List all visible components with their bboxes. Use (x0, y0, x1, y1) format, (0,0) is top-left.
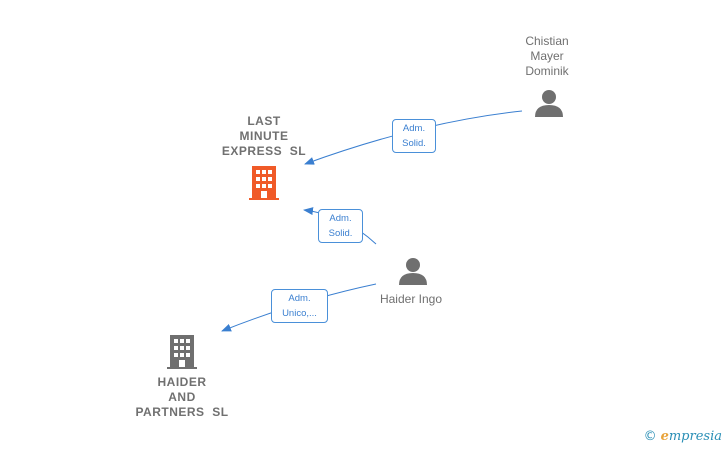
edge-label-adm-unico[interactable]: Adm. Unico,... (271, 289, 328, 323)
company-label-haider-and-partners[interactable]: HAIDER AND PARTNERS SL (135, 375, 229, 419)
person-label-chistian-mayer-dominik[interactable]: Chistian Mayer Dominik (525, 34, 569, 78)
building-icon[interactable] (248, 165, 280, 201)
edge-label-adm-solid[interactable]: Adm. Solid. (318, 209, 363, 243)
brand-name: mpresia (668, 429, 722, 444)
copyright-icon: © (643, 429, 657, 444)
edge-label-adm-solid[interactable]: Adm. Solid. (392, 119, 436, 153)
building-icon[interactable] (166, 334, 198, 370)
company-label-last-minute-express[interactable]: LAST MINUTE EXPRESS SL (221, 114, 307, 158)
person-label-haider-ingo[interactable]: Haider Ingo (379, 292, 443, 306)
person-icon[interactable] (398, 256, 428, 286)
empresia-watermark: ©empresia (644, 429, 722, 444)
brand-initial: e (660, 429, 669, 444)
person-icon[interactable] (534, 88, 564, 118)
